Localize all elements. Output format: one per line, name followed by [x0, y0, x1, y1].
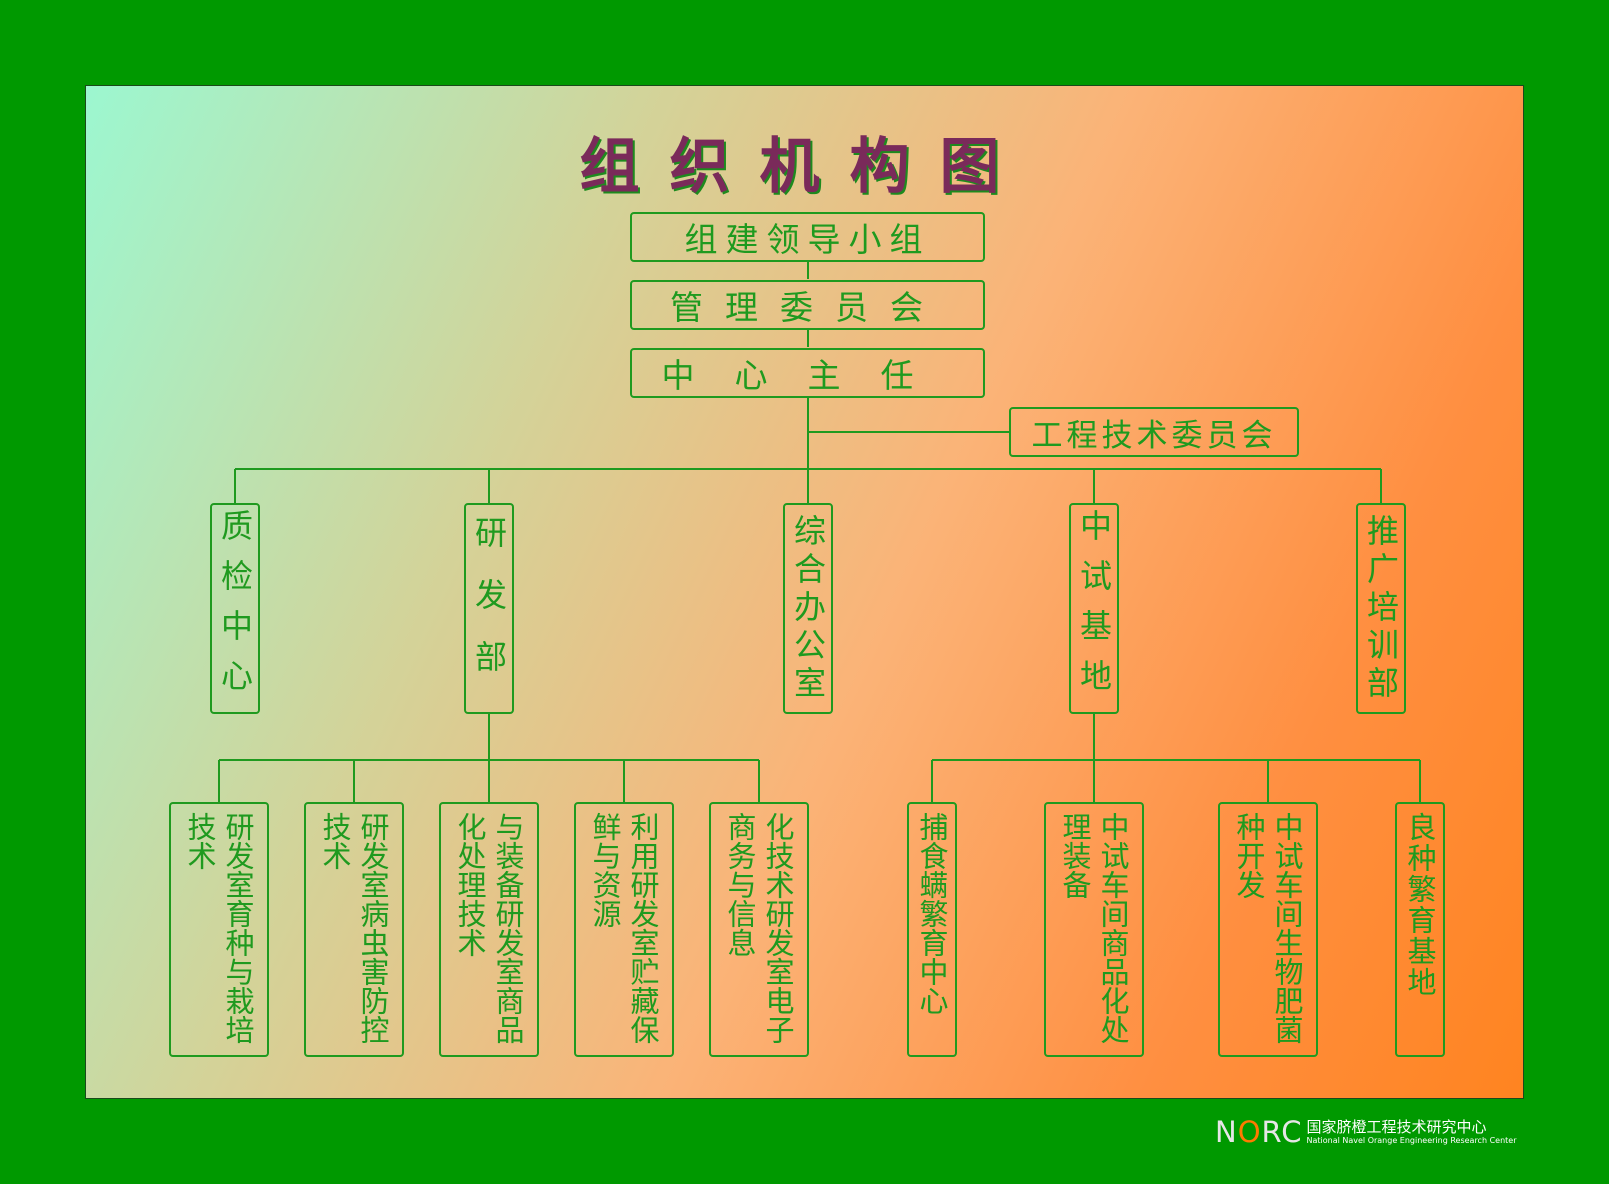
unit-predatory-mite-center: 捕食螨繁育中心 [907, 802, 957, 1057]
unit-postharvest-workshop: 中试车间商品化处理装备 [1044, 802, 1144, 1057]
chart-panel [85, 85, 1524, 1099]
lab-ecommerce-info: 化技术研发室电子商务与信息 [709, 802, 809, 1057]
leadership-group-box: 组建领导小组 [630, 212, 985, 262]
dept-promotion-training: 推广培训部 [1356, 503, 1406, 714]
norc-logo: NORC 国家脐橙工程技术研究中心 National Navel Orange … [1215, 1115, 1517, 1149]
lab-pest-control: 研发室病虫害防控技术 [304, 802, 404, 1057]
logo-name-cn: 国家脐橙工程技术研究中心 [1306, 1117, 1487, 1136]
lab-storage-resources: 利用研发室贮藏保鲜与资源 [574, 802, 674, 1057]
management-committee-box: 管理委员会 [630, 280, 985, 330]
unit-biofertilizer-workshop: 中试车间生物肥菌种开发 [1218, 802, 1318, 1057]
norc-logo-mark: NORC [1215, 1115, 1303, 1149]
tech-committee-box: 工程技术委员会 [1009, 407, 1299, 457]
dept-quality-inspection: 质检中心 [210, 503, 260, 714]
lab-postharvest-equipment: 与装备研发室商品化处理技术 [439, 802, 539, 1057]
dept-general-office: 综合办公室 [783, 503, 833, 714]
center-director-box: 中心主任 [630, 348, 985, 398]
chart-title: 组织机构图 [579, 132, 1030, 202]
lab-breeding-cultivation: 研发室育种与栽培技术 [169, 802, 269, 1057]
dept-pilot-base: 中试基地 [1069, 503, 1119, 714]
logo-name-en: National Navel Orange Engineering Resear… [1306, 1135, 1517, 1145]
dept-rnd: 研发部 [464, 503, 514, 714]
unit-seedling-base: 良种繁育基地 [1395, 802, 1445, 1057]
